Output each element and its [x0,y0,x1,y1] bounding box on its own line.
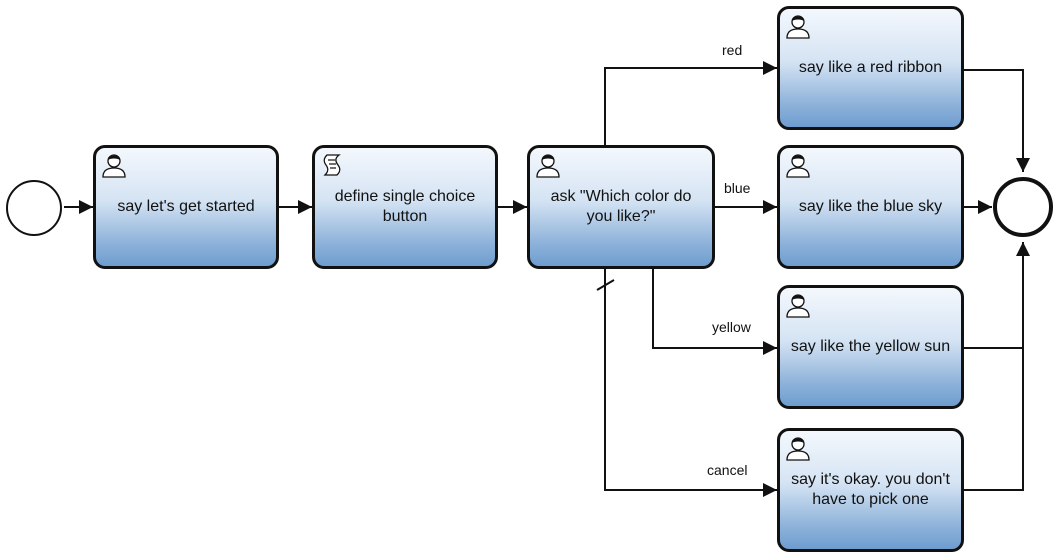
user-icon [786,437,810,461]
task-say-lets-get-started[interactable]: say let's get started [93,145,279,269]
task-label: say let's get started [117,198,255,215]
task-label: say like the blue sky [798,198,943,215]
task-label: ask "Which color do you like?" [550,188,692,225]
script-icon [323,154,341,176]
start-event[interactable] [6,180,62,236]
user-icon [536,154,560,178]
flow-cancel-to-end[interactable] [964,348,1024,491]
task-define-single-choice-button[interactable]: define single choice button [312,145,498,269]
flow-red-to-end[interactable] [964,69,1030,172]
task-label: say it's okay. you don't have to pick on… [791,471,950,508]
flow-red[interactable] [604,61,777,145]
edge-label-cancel: cancel [707,462,748,478]
user-icon [786,15,810,39]
flow-yellow-to-end[interactable] [964,242,1030,349]
end-event[interactable] [993,177,1053,237]
edge-label-blue: blue [724,180,751,196]
task-label: define single choice button [334,188,476,225]
user-icon [786,154,810,178]
task-say-yellow-sun[interactable]: say like the yellow sun [777,285,964,409]
default-flow-marker [596,279,615,291]
flow-yellow[interactable] [652,268,777,355]
task-say-its-okay[interactable]: say it's okay. you don't have to pick on… [777,428,964,552]
user-icon [786,294,810,318]
task-say-blue-sky[interactable]: say like the blue sky [777,145,964,269]
edge-label-red: red [722,42,743,58]
user-icon [102,154,126,178]
task-say-red-ribbon[interactable]: say like a red ribbon [777,6,964,130]
task-ask-which-color[interactable]: ask "Which color do you like?" [527,145,715,269]
task-label: say like a red ribbon [798,59,943,76]
task-label: say like the yellow sun [790,338,951,355]
edge-label-yellow: yellow [712,319,751,335]
flow-cancel[interactable] [604,268,777,497]
